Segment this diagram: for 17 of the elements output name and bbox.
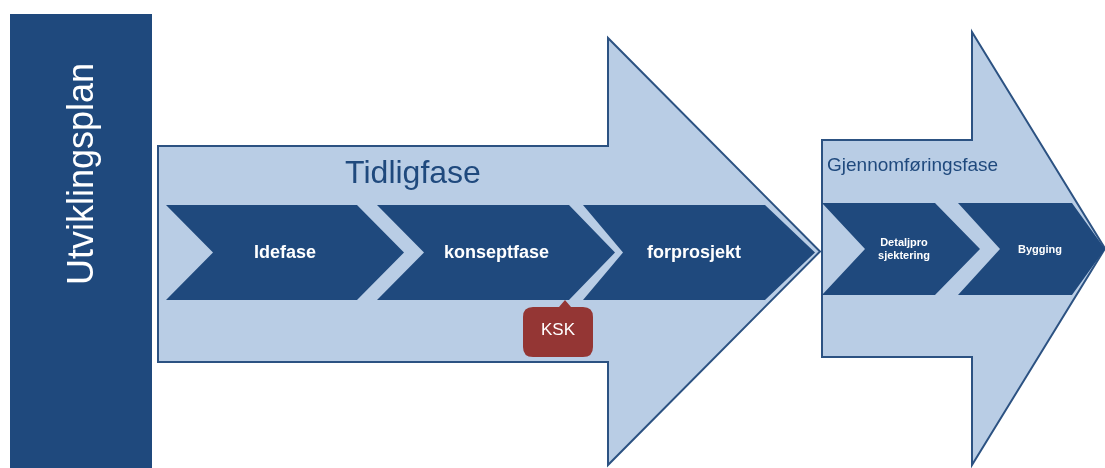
step-label: Idefase (252, 241, 317, 265)
plan-title: Utviklingsplan (60, 62, 102, 286)
step-label: konseptfase (442, 241, 550, 265)
step-label: forprosjekt (646, 241, 742, 265)
process-step (377, 205, 615, 300)
step-label: Bygging (1017, 241, 1063, 257)
phase-title: Tidligfase (344, 154, 482, 191)
phase-arrow (158, 38, 820, 465)
process-step (166, 205, 404, 300)
milestone-callout (523, 300, 593, 357)
process-step (822, 203, 980, 295)
process-step (583, 205, 815, 300)
step-label: Detaljpro sjektering (877, 235, 931, 263)
phase-title: Gjennomføringsfase (827, 154, 999, 176)
process-step (958, 203, 1105, 295)
title-bar (10, 14, 152, 468)
milestone-label: KSK (540, 320, 576, 340)
